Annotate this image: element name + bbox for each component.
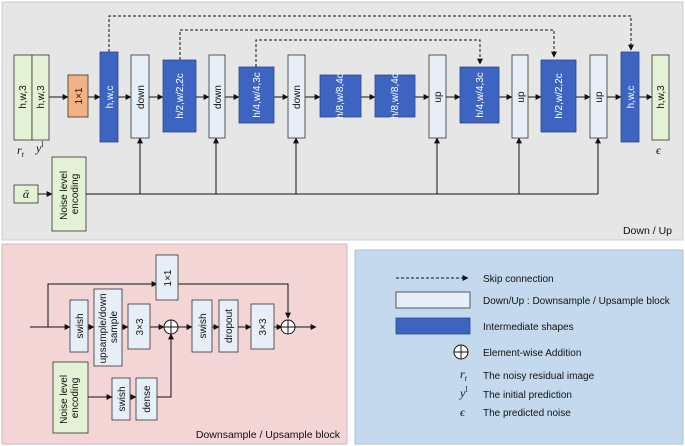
- output-block: h,w,3: [651, 54, 670, 141]
- block-dense: dense: [135, 377, 158, 421]
- block-3x3-2: 3×3: [250, 303, 275, 350]
- symbol-epsilon: ϵ: [656, 143, 662, 157]
- symbol-y0: yl: [35, 140, 44, 155]
- svg-text:The initial prediction: The initial prediction: [483, 390, 572, 401]
- shape-block-h2w22c-1: h/2,w/2,2c: [162, 59, 197, 133]
- svg-text:yl: yl: [459, 385, 468, 400]
- svg-text:up: up: [433, 91, 444, 103]
- svg-text:ᾱ: ᾱ: [23, 187, 30, 201]
- block-swish-3: swish: [111, 377, 131, 421]
- svg-text:h/2,w/2,2c: h/2,w/2,2c: [175, 73, 186, 119]
- svg-text:Element-wise Addition: Element-wise Addition: [483, 348, 581, 359]
- legend-intermediate: Intermediate shapes: [395, 317, 574, 335]
- svg-text:3×3: 3×3: [135, 318, 146, 335]
- svg-text:rt: rt: [460, 367, 468, 383]
- svg-text:The predicted noise: The predicted noise: [483, 408, 571, 419]
- up-block-1: up: [428, 54, 447, 139]
- svg-text:The noisy residual image: The noisy residual image: [483, 371, 595, 382]
- svg-text:1×1: 1×1: [163, 269, 174, 286]
- legend-eps: ϵ The predicted noise: [460, 405, 571, 419]
- svg-text:h,w,c: h,w,c: [105, 86, 116, 109]
- add-icon-2: [280, 319, 296, 335]
- svg-text:Intermediate shapes: Intermediate shapes: [483, 322, 574, 333]
- noise-level-encoding-top: Noise level encoding: [51, 156, 87, 232]
- noise-level-encoding-block: Noise level encoding: [52, 361, 89, 434]
- conv-1x1-block: 1×1: [67, 74, 89, 118]
- down-block-1: down: [130, 54, 150, 139]
- legend-add: Element-wise Addition: [453, 344, 581, 360]
- svg-text:Skip connection: Skip connection: [483, 274, 554, 285]
- symbol-rt: rt: [17, 143, 25, 159]
- block-panel-caption: Downsample / Upsample block: [196, 429, 341, 441]
- block-dropout: dropout: [218, 299, 239, 353]
- svg-text:swish: swish: [198, 313, 209, 338]
- noise-flow: [38, 137, 601, 197]
- svg-text:upsample/down sample: upsample/down sample: [98, 291, 120, 364]
- shape-block-h4w43c-1: h/4,w/4,3c: [238, 66, 275, 124]
- shape-block-h8w84c-1: h/8,w/8,4c: [319, 73, 362, 119]
- up-block-3: up: [589, 54, 608, 139]
- legend-y0: yl The initial prediction: [459, 385, 572, 401]
- block-swish-2: swish: [191, 299, 213, 353]
- svg-text:down: down: [136, 85, 147, 109]
- legend-block: Down/Up : Downsample / Upsample block: [395, 291, 671, 309]
- down-block-3: down: [287, 54, 306, 139]
- shape-block-h8w84c-2: h/8,w/8,4c: [374, 73, 416, 119]
- svg-text:h,w,3: h,w,3: [18, 85, 29, 109]
- shape-block-hwc-1: h,w,c: [99, 51, 119, 143]
- input-block-y0: h,w,3: [31, 54, 50, 141]
- legend-rt: rt The noisy residual image: [460, 367, 595, 383]
- svg-text:h/8,w/8,4c: h/8,w/8,4c: [390, 73, 401, 119]
- svg-text:down: down: [213, 85, 224, 109]
- down-block-2: down: [208, 54, 226, 139]
- svg-text:Down/Up : Downsample / Upsampl: Down/Up : Downsample / Upsample block: [483, 296, 671, 307]
- svg-text:dropout: dropout: [224, 309, 235, 343]
- block-flow: [30, 281, 317, 400]
- svg-text:h/4,w/4,3c: h/4,w/4,3c: [252, 72, 263, 118]
- add-icon-1: [163, 319, 179, 335]
- svg-text:1×1: 1×1: [74, 87, 85, 104]
- svg-text:dense: dense: [142, 385, 153, 413]
- svg-text:up: up: [516, 91, 527, 103]
- svg-text:Noise level encoding: Noise level encoding: [59, 372, 81, 424]
- svg-text:h/2,w/2,2c: h/2,w/2,2c: [554, 73, 565, 119]
- svg-text:h,w,c: h,w,c: [626, 86, 637, 109]
- svg-text:swish: swish: [117, 386, 128, 411]
- svg-text:Noise level encoding: Noise level encoding: [59, 168, 81, 220]
- block-3x3-1: 3×3: [127, 303, 151, 350]
- top-panel-caption: Down / Up: [623, 225, 672, 237]
- svg-text:h,w,3: h,w,3: [656, 85, 667, 109]
- shape-block-h2w22c-2: h/2,w/2,2c: [540, 59, 577, 133]
- shape-block-hwc-2: h,w,c: [620, 51, 640, 143]
- input-block-rt: h,w,3: [13, 54, 33, 141]
- shape-block-h4w43c-2: h/4,w/4,3c: [459, 66, 500, 124]
- legend-panel: [354, 249, 684, 445]
- legend-skip: Skip connection: [396, 274, 554, 285]
- svg-text:h/4,w/4,3c: h/4,w/4,3c: [475, 72, 486, 118]
- block-swish-1: swish: [69, 299, 89, 353]
- svg-text:h/8,w/8,4c: h/8,w/8,4c: [335, 73, 346, 119]
- svg-text:3×3: 3×3: [258, 318, 269, 335]
- block-updown: upsample/down sample: [93, 288, 123, 367]
- svg-text:up: up: [594, 91, 605, 103]
- block-1x1: 1×1: [155, 254, 179, 301]
- up-block-2: up: [511, 54, 529, 139]
- svg-text:swish: swish: [75, 313, 86, 338]
- svg-text:ϵ: ϵ: [460, 405, 466, 419]
- alpha-block: ᾱ: [13, 184, 39, 204]
- svg-text:down: down: [292, 85, 303, 109]
- svg-text:h,w,3: h,w,3: [36, 85, 47, 109]
- skip-connections: [108, 15, 634, 67]
